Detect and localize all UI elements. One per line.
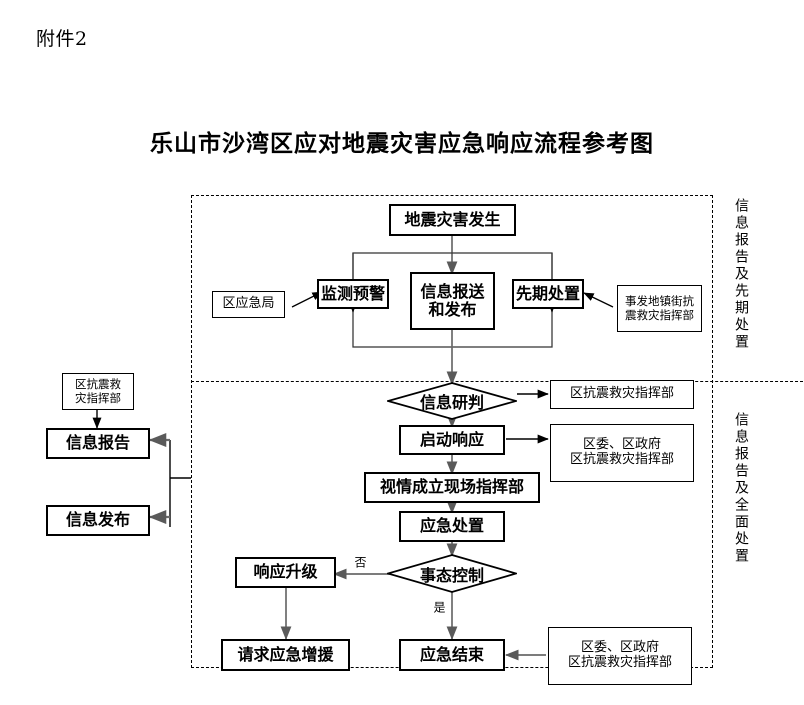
node-district-quake-hq-left[interactable]: 区抗震救 灾指挥部 [62, 373, 134, 410]
node-request-reinforcement[interactable]: 请求应急增援 [221, 639, 350, 671]
node-info-release[interactable]: 信息发布 [46, 505, 150, 536]
node-initial-response[interactable]: 先期处置 [512, 279, 584, 309]
node-onsite-command-post[interactable]: 视情成立现场指挥部 [364, 472, 540, 503]
side-caption-lower: 信息报告及全面处置 [733, 412, 749, 565]
edge-label-no: 否 [353, 556, 367, 568]
decision-info-analysis[interactable]: 信息研判 [387, 382, 517, 420]
node-town-street-quake-hq[interactable]: 事发地镇街抗 震救灾指挥部 [617, 285, 702, 332]
node-earthquake-occurs[interactable]: 地震灾害发生 [389, 204, 516, 236]
node-district-emergency-bureau[interactable]: 区应急局 [212, 291, 285, 318]
node-monitor-warning[interactable]: 监测预警 [317, 279, 389, 309]
diamond-shape [387, 554, 517, 593]
node-committee-gov-quake-hq-bottom[interactable]: 区委、区政府 区抗震救灾指挥部 [548, 627, 692, 685]
node-committee-gov-quake-hq-mid[interactable]: 区委、区政府 区抗震救灾指挥部 [550, 424, 694, 482]
node-info-report-and-release[interactable]: 信息报送 和发布 [410, 272, 495, 330]
node-response-upgrade[interactable]: 响应升级 [235, 557, 336, 588]
page-title: 乐山市沙湾区应对地震灾害应急响应流程参考图 [150, 131, 654, 157]
edge-label-yes: 是 [432, 601, 446, 613]
node-emergency-end[interactable]: 应急结束 [399, 639, 505, 671]
diamond-shape [387, 382, 517, 420]
decision-situation-controlled[interactable]: 事态控制 [387, 554, 517, 593]
dashed-section-divider [191, 381, 803, 382]
side-caption-upper: 信息报告及先期处置 [733, 198, 749, 351]
node-emergency-handling[interactable]: 应急处置 [399, 511, 505, 542]
attachment-label: 附件2 [36, 28, 88, 50]
node-info-report[interactable]: 信息报告 [46, 428, 150, 459]
node-district-quake-hq-right[interactable]: 区抗震救灾指挥部 [550, 380, 694, 409]
node-start-response[interactable]: 启动响应 [399, 425, 505, 455]
